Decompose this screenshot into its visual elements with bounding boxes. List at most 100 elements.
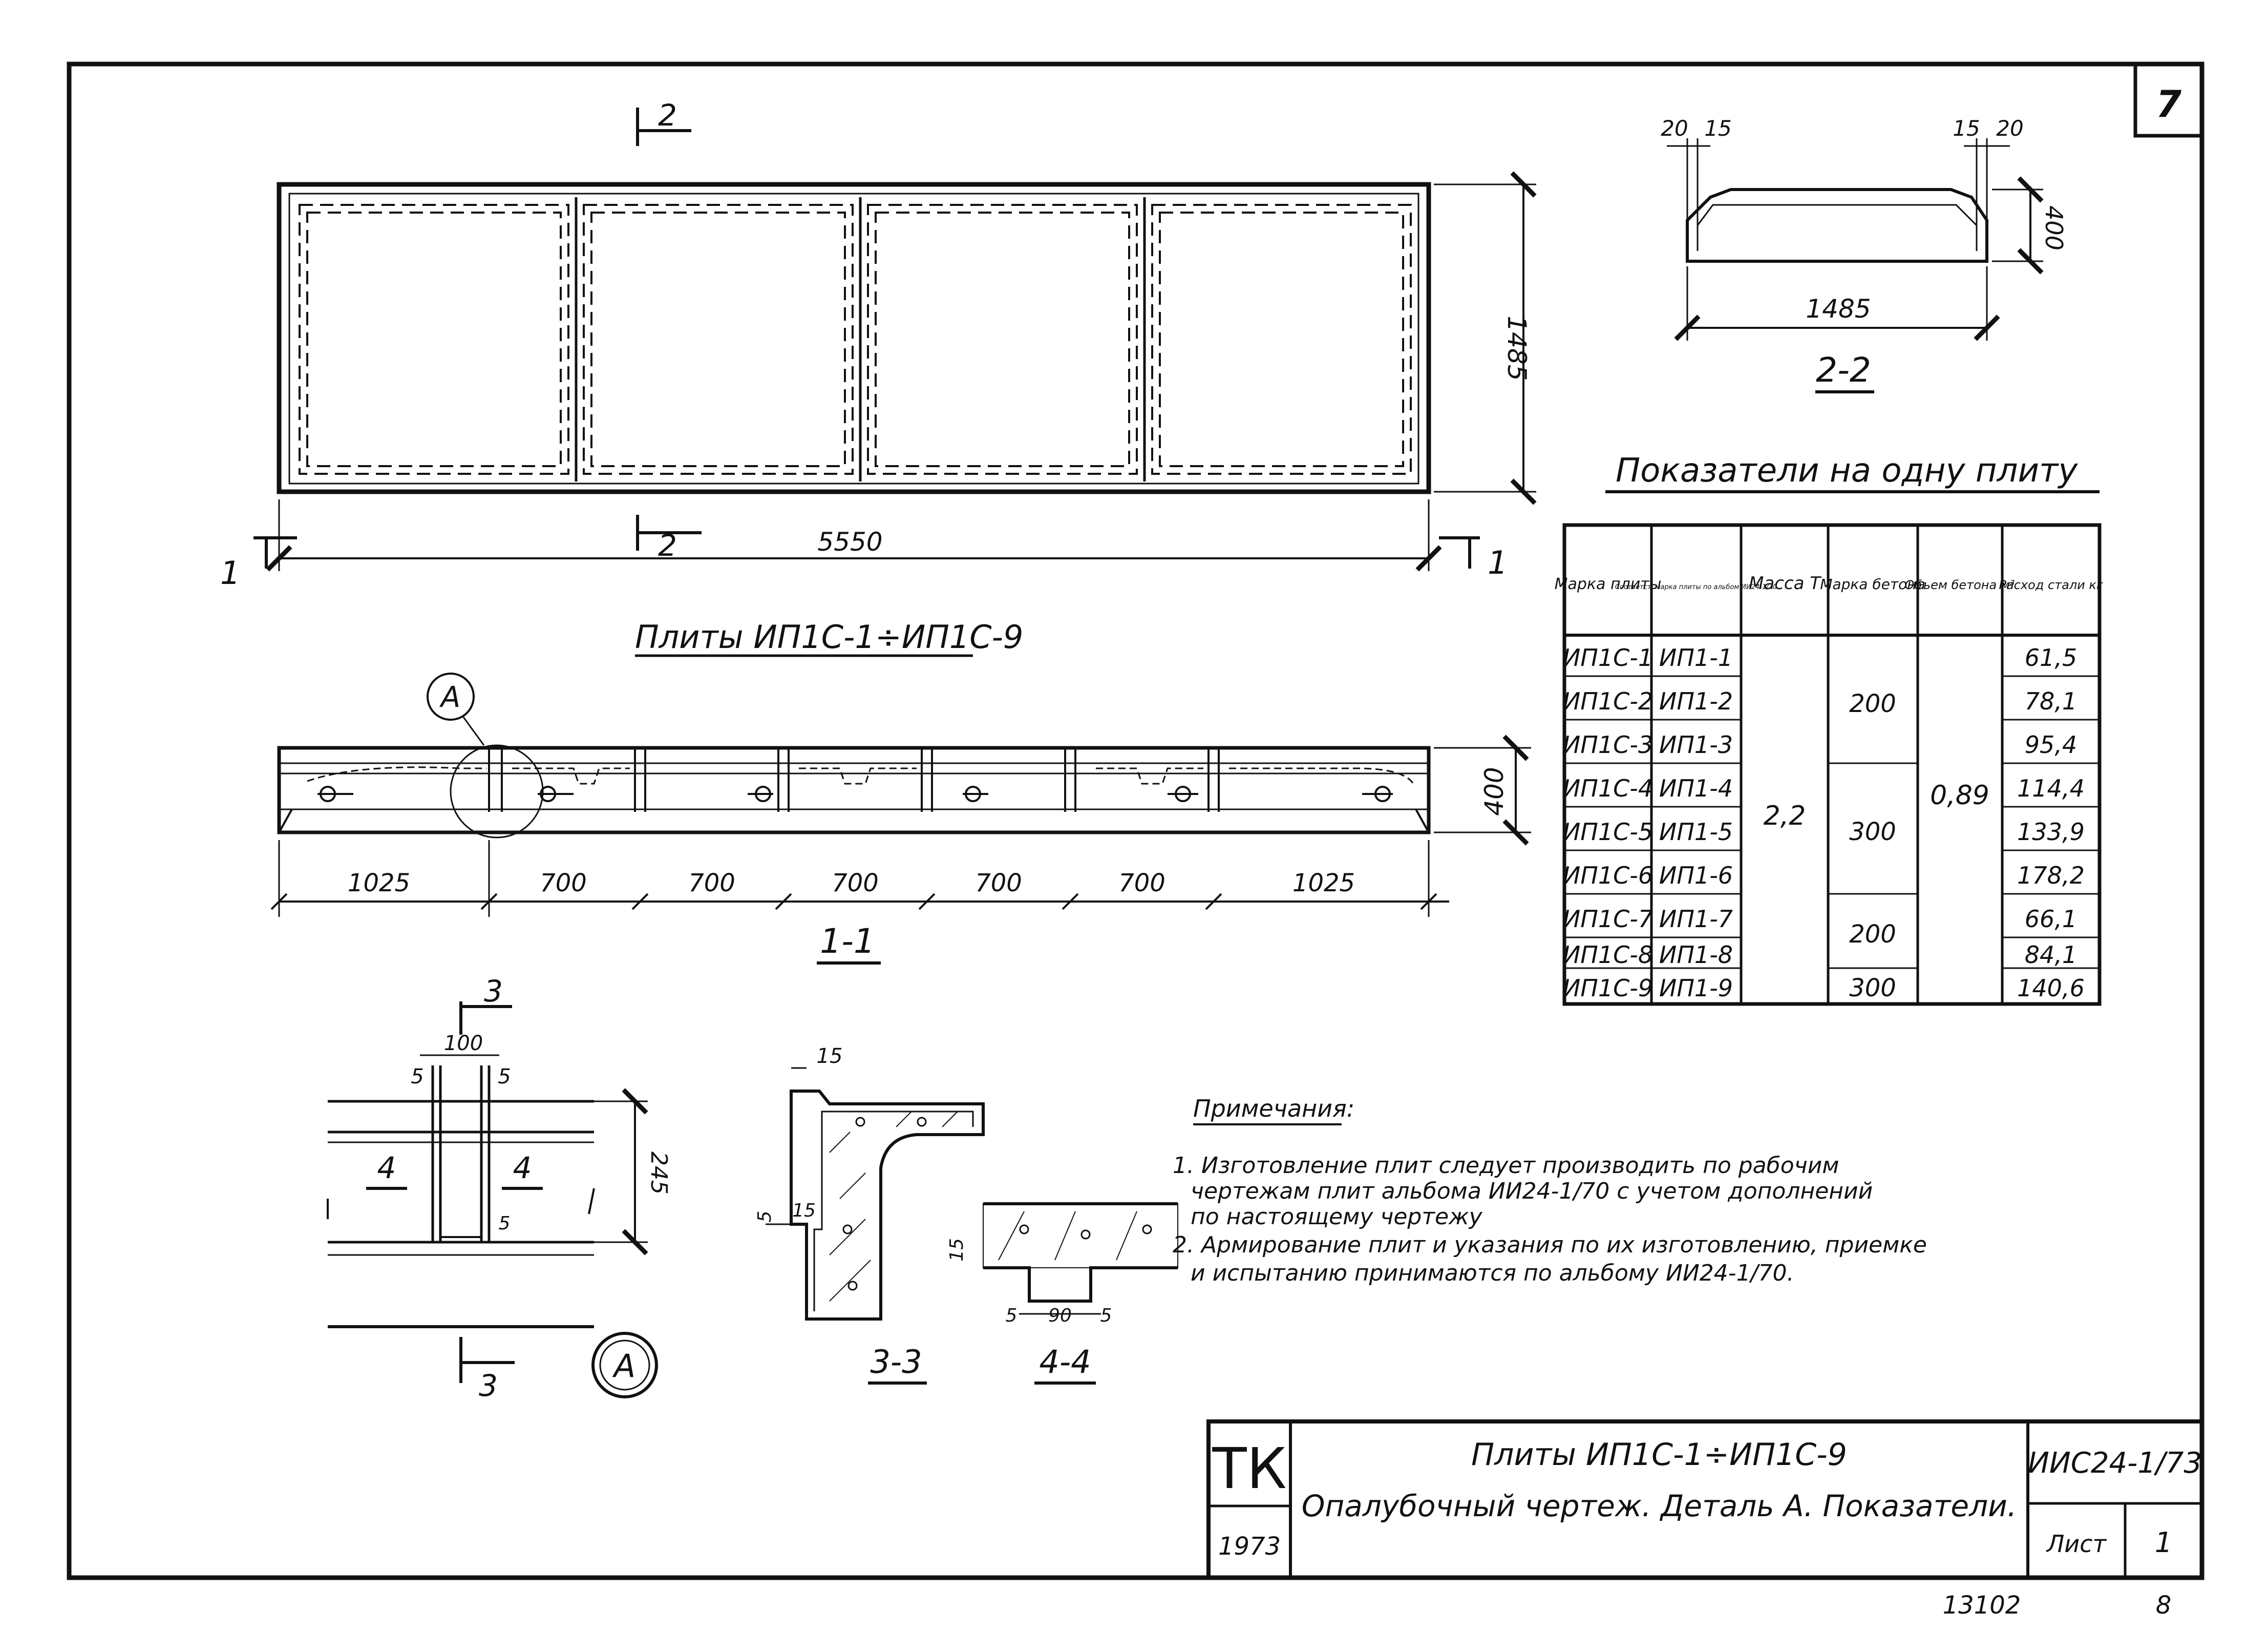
- bottom-page: 8: [2156, 1591, 2172, 1620]
- section44-dim-height: 15: [946, 1238, 967, 1262]
- detail-a-dim-right: 5: [498, 1065, 511, 1088]
- table-mass: 2,2: [1764, 801, 1806, 831]
- section-mark-2-top: 2: [658, 98, 677, 133]
- sheet-frame: [67, 61, 2205, 1580]
- table-volume: 0,89: [1930, 780, 1989, 811]
- indicators-table: Показатели на одну плиту Марка плиты Соо: [1555, 452, 2103, 1006]
- dim-2-2-height: 400: [2040, 205, 2068, 250]
- plan-title: Плиты ИП1С-1÷ИП1С-9: [635, 618, 1023, 656]
- detail-a-mark-3-bottom: 3: [479, 1368, 498, 1403]
- detail-a-dim-width: 100: [444, 1032, 483, 1055]
- table-steel-9: 140,6: [2017, 974, 2085, 1002]
- table-album-9: ИП1-9: [1659, 974, 1733, 1002]
- dim-2-2-right-b: 20: [1996, 116, 2023, 141]
- table-album-7: ИП1-7: [1659, 905, 1733, 933]
- title-block-album-code: ИИС24-1/73: [2028, 1447, 2202, 1480]
- table-mark-2: ИП1С-2: [1563, 687, 1653, 715]
- section33-dim-side-b: 15: [792, 1200, 816, 1221]
- table-header-grade: Марка бетона: [1820, 576, 1925, 593]
- section33-dim-top: 15: [817, 1044, 843, 1068]
- section11-title: 1-1: [820, 922, 875, 961]
- title-block-sheet-label: Лист: [2046, 1530, 2107, 1558]
- table-grade-4: 300: [1849, 974, 1896, 1002]
- title-block-line-1: Плиты ИП1С-1÷ИП1С-9: [1471, 1437, 1847, 1473]
- section44-dim-right: 5: [1100, 1305, 1112, 1326]
- notes-line-5: и испытанию принимаются по альбому ИИ24-…: [1191, 1260, 1794, 1286]
- table-album-8: ИП1-8: [1659, 941, 1733, 969]
- table-steel-2: 78,1: [2025, 687, 2077, 715]
- table-mark-6: ИП1С-6: [1563, 862, 1653, 889]
- table-mark-8: ИП1С-8: [1563, 941, 1653, 969]
- section44-title: 4-4: [1039, 1343, 1091, 1380]
- plan-view: 2 2 1 1 5550 1485 Плиты ИП1С-1÷ИП1С-9: [220, 98, 1537, 657]
- title-block-org: ТК: [1212, 1436, 1286, 1501]
- notes-line-1: 1. Изготовление плит следует производить…: [1173, 1153, 1839, 1179]
- bottom-code: 13102: [1943, 1591, 2021, 1620]
- table-album-3: ИП1-3: [1659, 731, 1733, 759]
- detail-a-dim-height: 245: [646, 1152, 672, 1195]
- spacing-5: 700: [975, 869, 1022, 897]
- table-header-mass: Масса Т: [1749, 573, 1821, 594]
- section11-dim-height: 400: [1479, 767, 1509, 815]
- table-steel-5: 133,9: [2017, 818, 2085, 846]
- notes-line-2: чертежам плит альбома ИИ24-1/70 с учетом…: [1191, 1178, 1873, 1204]
- table-album-5: ИП1-5: [1659, 818, 1733, 846]
- table-mark-1: ИП1С-1: [1563, 644, 1653, 672]
- dim-2-2-right-a: 15: [1953, 116, 1980, 141]
- table-mark-3: ИП1С-3: [1563, 731, 1653, 759]
- title-block: ТК 1973 Плиты ИП1С-1÷ИП1С-9 Опалубочный …: [1206, 1419, 2204, 1580]
- table-mark-5: ИП1С-5: [1563, 818, 1653, 846]
- section-mark-1-left: 1: [220, 554, 240, 592]
- detail-a: 3 3 100 5 5 245 5 4 4 А: [327, 974, 672, 1403]
- table-album-2: ИП1-2: [1659, 687, 1733, 715]
- section33-dim-side-a: 5: [754, 1211, 775, 1223]
- page-number-box: [2133, 62, 2204, 138]
- plan-dim-width: 1485: [1502, 316, 1532, 381]
- detail-a-cut-right: 4: [513, 1150, 532, 1185]
- spacing-4: 700: [832, 869, 879, 897]
- table-steel-1: 61,5: [2025, 644, 2077, 672]
- dim-2-2-left-a: 20: [1661, 116, 1688, 141]
- spacing-3: 700: [688, 869, 735, 897]
- section44-dim-mid: 90: [1048, 1305, 1072, 1326]
- table-album-6: ИП1-6: [1659, 862, 1733, 889]
- section44-dim-left: 5: [1006, 1305, 1018, 1326]
- notes: Примечания: 1. Изготовление плит следует…: [1173, 1095, 1927, 1286]
- notes-line-4: 2. Армирование плит и указания по их изг…: [1173, 1232, 1927, 1258]
- detail-a-cut-left: 4: [377, 1150, 396, 1185]
- table-title: Показатели на одну плиту: [1616, 452, 2078, 490]
- notes-line-3: по настоящему чертежу: [1191, 1204, 1483, 1230]
- table-album-4: ИП1-4: [1659, 774, 1733, 802]
- table-header-volume: Объем бетона м³: [1904, 578, 2015, 592]
- callout-a-label: А: [439, 681, 460, 714]
- section-4-4: 5 90 5 15 4-4: [946, 1202, 1178, 1385]
- section22-title: 2-2: [1816, 350, 1871, 390]
- detail-a-dim-small: 5: [499, 1213, 511, 1234]
- table-steel-6: 178,2: [2017, 862, 2085, 889]
- table-header-mark: Марка плиты: [1555, 575, 1662, 593]
- title-block-line-2: Опалубочный чертеж. Деталь А. Показатели…: [1302, 1489, 2017, 1523]
- section-1-1: А 400 1025 700 700 700 700 700 1025: [270, 673, 1531, 965]
- table-steel-8: 84,1: [2025, 941, 2077, 969]
- table-mark-9: ИП1С-9: [1563, 974, 1653, 1002]
- table-mark-4: ИП1С-4: [1563, 774, 1653, 802]
- section-mark-1-right: 1: [1488, 544, 1508, 581]
- table-header-album: Соответст. марка плиты по альбом ИИ24-1/…: [1615, 583, 1777, 591]
- detail-a-dim-left: 5: [411, 1065, 423, 1088]
- table-grade-1: 200: [1849, 689, 1896, 718]
- spacing-1: 1025: [348, 869, 410, 897]
- table-grade-2: 300: [1849, 818, 1896, 846]
- section-2-2: 20 15 15 20 400 1485 2-2: [1661, 116, 2068, 393]
- notes-title: Примечания:: [1193, 1095, 1354, 1122]
- table-mark-7: ИП1С-7: [1563, 905, 1653, 933]
- section33-title: 3-3: [870, 1343, 922, 1380]
- table-album-1: ИП1-1: [1659, 644, 1733, 672]
- detail-a-label: А: [612, 1347, 635, 1385]
- table-header-steel: Расход стали кг: [1999, 578, 2103, 592]
- title-block-year: 1973: [1218, 1532, 1281, 1561]
- dim-2-2-left-b: 15: [1704, 116, 1731, 141]
- dim-2-2-width: 1485: [1806, 294, 1871, 324]
- plan-dim-length: 5550: [817, 527, 882, 557]
- section-3-3: 15 5 15 3-3: [754, 1044, 985, 1385]
